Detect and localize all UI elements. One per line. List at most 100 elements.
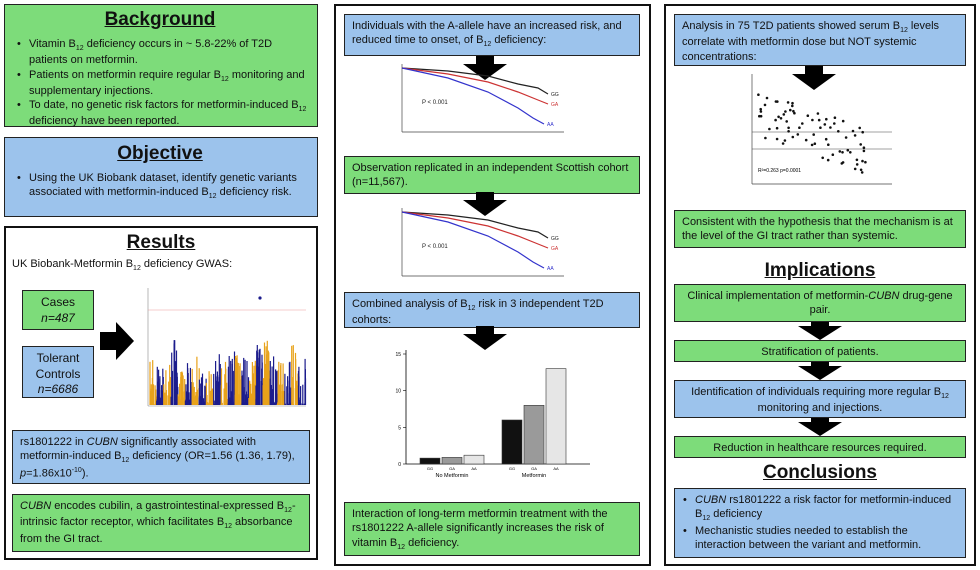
manhattan-point (180, 403, 183, 405)
scatter-point (792, 109, 795, 113)
km-curve-label: AA (547, 266, 554, 272)
manhattan-point (270, 385, 272, 405)
scatter-point (859, 143, 862, 146)
manhattan-point (247, 377, 250, 405)
middle-box-1: Individuals with the A-allele have an in… (344, 14, 640, 56)
manhattan-point (204, 385, 206, 405)
bar-series-label: GA (531, 466, 537, 471)
scatter-point (813, 142, 817, 145)
scatter-point (759, 107, 762, 111)
background-panel: Background Vitamin B12 deficiency occurs… (4, 4, 318, 127)
scatter-point (853, 134, 857, 137)
manhattan-point (266, 354, 268, 405)
scatter-point (833, 122, 836, 125)
manhattan-point (186, 363, 189, 405)
scatter-point (759, 114, 763, 118)
manhattan-point (192, 382, 194, 405)
manhattan-point (243, 402, 245, 405)
manhattan-point (289, 403, 291, 405)
manhattan-point (173, 340, 175, 405)
manhattan-point (180, 372, 182, 405)
manhattan-point (174, 361, 176, 405)
manhattan-point (263, 395, 265, 405)
manhattan-point (299, 402, 301, 405)
manhattan-point (264, 404, 266, 405)
manhattan-point (273, 356, 275, 405)
scatter-point (793, 111, 796, 115)
manhattan-point (227, 403, 229, 405)
manhattan-point (226, 382, 228, 405)
manhattan-point (287, 386, 289, 405)
manhattan-point (170, 396, 172, 405)
scatter-point (798, 126, 801, 129)
scatter-point (862, 146, 866, 149)
manhattan-point (279, 384, 281, 405)
manhattan-point (203, 401, 205, 405)
scatter-point (765, 96, 769, 100)
manhattan-point (196, 389, 199, 405)
km-curve (401, 211, 549, 249)
scatter-point (829, 126, 832, 129)
manhattan-point (255, 385, 257, 405)
implication-4: Reduction in healthcare resources requir… (674, 436, 966, 458)
scatter-point (859, 168, 863, 172)
manhattan-point (151, 378, 153, 405)
scatter-point (827, 143, 830, 146)
manhattan-point (268, 352, 270, 405)
manhattan-point (205, 403, 207, 405)
scatter-point (810, 143, 814, 147)
manhattan-point (205, 382, 207, 405)
manhattan-point (292, 345, 294, 405)
objective-panel: Objective Using the UK Biobank dataset, … (4, 137, 318, 217)
manhattan-point (232, 399, 234, 405)
scatter-point (862, 149, 866, 153)
manhattan-point (284, 373, 286, 405)
scatter-point (855, 163, 859, 166)
manhattan-point (215, 380, 217, 405)
km-p-value: P < 0.001 (422, 100, 448, 106)
background-heading: Background (104, 9, 216, 30)
scatter-point (764, 136, 767, 140)
manhattan-point (245, 404, 247, 405)
manhattan-point (244, 359, 246, 405)
manhattan-point (169, 377, 171, 405)
scatter-point (791, 135, 795, 139)
manhattan-point (273, 401, 275, 405)
manhattan-point (216, 396, 218, 405)
manhattan-point (184, 402, 186, 405)
controls-box: Tolerant Controls n=6686 (22, 346, 94, 398)
manhattan-plot (140, 278, 310, 418)
bar-series-label: AA (553, 466, 559, 471)
manhattan-point (213, 373, 215, 405)
manhattan-point (246, 391, 248, 405)
manhattan-point (241, 400, 244, 405)
implication-1: Clinical implementation of metformin-CUB… (674, 284, 966, 322)
manhattan-point (270, 397, 272, 405)
manhattan-point (276, 370, 278, 405)
manhattan-point (282, 363, 284, 405)
manhattan-point (275, 369, 277, 405)
manhattan-point (230, 360, 232, 405)
manhattan-point (283, 391, 285, 405)
manhattan-point (150, 388, 152, 405)
conclusion-item: Mechanistic studies needed to establish … (682, 524, 958, 553)
scatter-point (757, 93, 760, 96)
manhattan-point (205, 403, 208, 405)
manhattan-point (153, 404, 155, 405)
manhattan-point (216, 371, 218, 405)
manhattan-point (251, 362, 253, 405)
scatter-point (851, 129, 855, 133)
manhattan-point (210, 389, 213, 405)
manhattan-point (237, 363, 239, 405)
manhattan-point (230, 392, 233, 405)
manhattan-point (157, 381, 159, 405)
scatter-point (860, 171, 864, 174)
manhattan-point (249, 380, 251, 405)
middle-panel: Individuals with the A-allele have an in… (334, 4, 651, 566)
middle-box-3: Combined analysis of B12 risk in 3 indep… (344, 292, 640, 328)
manhattan-point (259, 348, 261, 405)
controls-label: Tolerant Controls (35, 351, 81, 381)
scatter-stats: R²=0.263 p=0.0001 (758, 168, 801, 174)
scatter-point (782, 113, 786, 116)
